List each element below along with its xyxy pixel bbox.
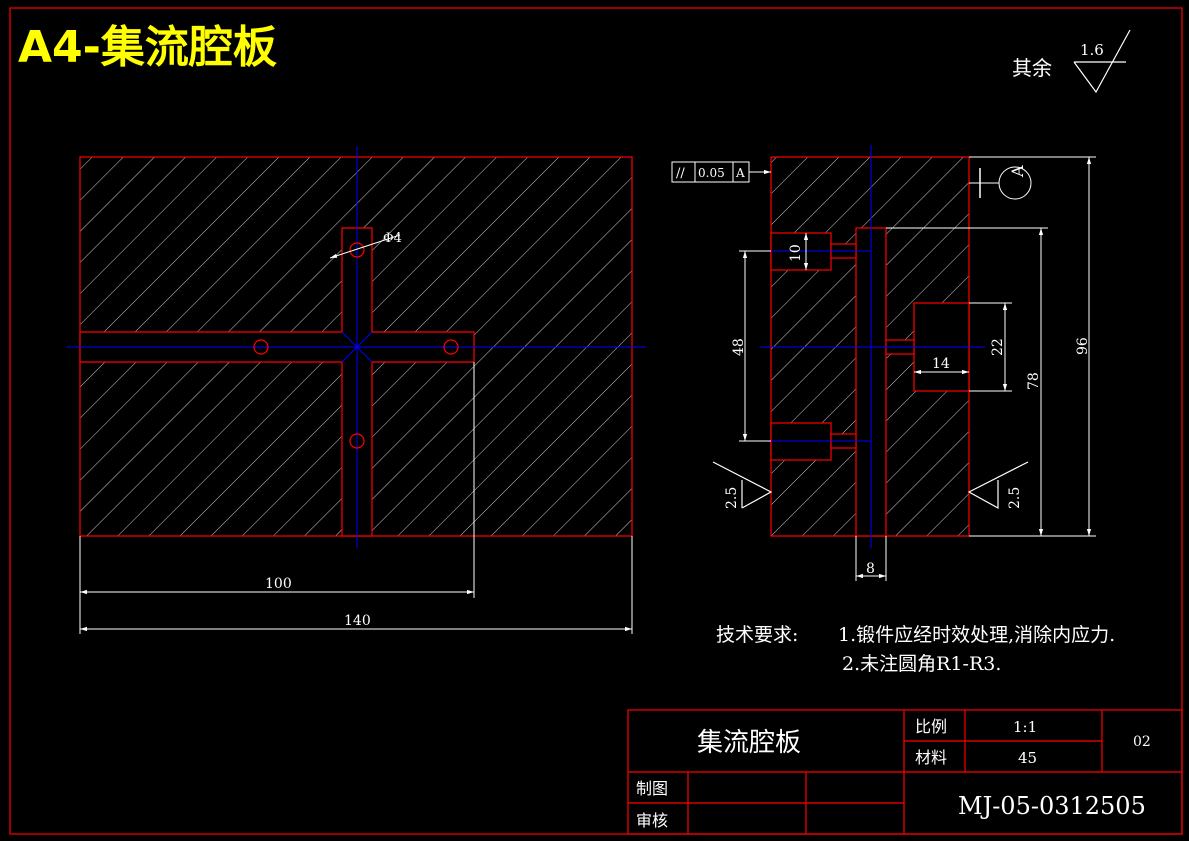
front-hole-right — [443, 339, 459, 355]
tb-part-name: 集流腔板 — [697, 728, 801, 758]
dim-96-text: 96 — [1075, 337, 1091, 355]
hole-dia-label: Φ4 — [383, 231, 402, 246]
roughness-right-text: 2.5 — [1007, 487, 1023, 509]
drawing-title: A4-集流腔板 — [18, 22, 277, 73]
dim-140-text: 140 — [344, 613, 371, 629]
tolerance-symbol: // — [676, 166, 685, 181]
dim-8-text: 8 — [866, 561, 875, 577]
front-hole-bottom — [349, 433, 365, 449]
datum-a: A — [969, 165, 1032, 200]
tech-item-2: 2.未注圆角R1-R3. — [842, 653, 1001, 675]
tb-material-label: 材料 — [915, 748, 947, 767]
dim-48-text: 48 — [731, 338, 747, 356]
tb-drawn-label: 制图 — [636, 779, 668, 798]
side-view: // 0.05 A A 10 48 22 14 78 — [671, 145, 1096, 581]
front-hole-top — [349, 242, 365, 258]
tolerance-datum: A — [735, 166, 745, 180]
tb-material-value: 45 — [1018, 749, 1037, 767]
tech-item-1: 1.锻件应经时效处理,消除内应力. — [838, 624, 1115, 646]
tb-drawing-number: MJ-05-0312505 — [958, 792, 1146, 820]
datum-a-text: A — [1008, 165, 1027, 178]
front-diag-2 — [341, 331, 373, 363]
roughness-symbol-icon — [1073, 29, 1131, 94]
sheet-border — [9, 7, 1183, 835]
tb-scale-value: 1:1 — [1013, 718, 1037, 736]
roughness-left-icon — [712, 461, 773, 509]
roughness-left-text: 2.5 — [724, 487, 740, 509]
dim-22-text: 22 — [990, 338, 1006, 356]
datum-a-circle — [998, 166, 1032, 200]
roughness-general-label: 其余 — [1012, 56, 1052, 80]
tech-heading: 技术要求: — [716, 624, 798, 646]
front-hole-left — [253, 339, 269, 355]
dim-78-text: 78 — [1026, 372, 1042, 390]
tolerance-value: 0.05 — [698, 166, 725, 180]
general-roughness: 其余 1.6 — [1012, 29, 1131, 94]
roughness-general-value: 1.6 — [1080, 41, 1104, 59]
dim-14-text: 14 — [932, 356, 950, 372]
dim-10-text: 10 — [788, 244, 804, 262]
roughness-right-icon — [967, 461, 1029, 510]
tech-requirements: 技术要求: 1.锻件应经时效处理,消除内应力. 2.未注圆角R1-R3. — [716, 624, 1115, 675]
title-block — [627, 709, 1183, 835]
tb-checked-label: 审核 — [636, 811, 668, 830]
dim-100-text: 100 — [265, 576, 292, 592]
tolerance-frame: // 0.05 A — [671, 161, 771, 183]
tb-sheet-no: 02 — [1133, 734, 1151, 750]
front-view: Φ4 100 140 — [66, 146, 646, 634]
hole-dia-leader — [329, 234, 401, 259]
tb-scale-label: 比例 — [915, 717, 947, 736]
